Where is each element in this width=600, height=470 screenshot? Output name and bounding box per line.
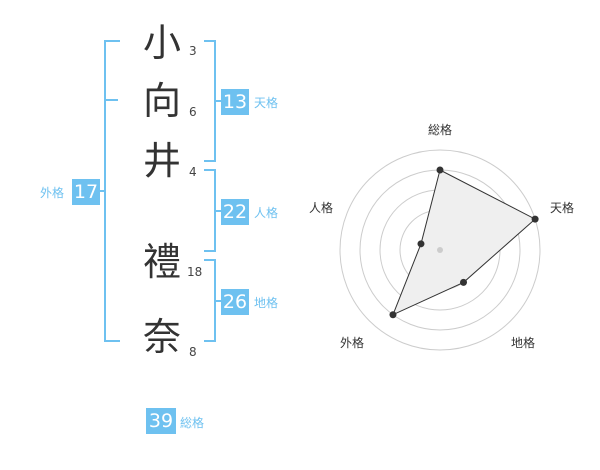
- gaikaku-bracket: [104, 40, 120, 342]
- soukaku-label: 総格: [180, 416, 205, 430]
- gaikaku-bracket-connector: [100, 190, 106, 192]
- name-char-3: 井: [142, 139, 181, 183]
- radar-area: [392, 169, 536, 316]
- radar-label-gaikaku: 外格: [340, 336, 365, 350]
- stroke-count-5: 8: [189, 345, 197, 359]
- gaikaku-bracket-tick: [104, 99, 118, 101]
- name-char-1: 小: [142, 21, 181, 65]
- tenkaku-badge: 13: [221, 89, 249, 115]
- jinkaku-badge: 22: [221, 199, 249, 225]
- radar-point-3: [460, 278, 468, 286]
- radar-label-soukaku: 総格: [428, 123, 453, 137]
- stroke-count-3: 4: [189, 165, 197, 179]
- name-char-4: 禮: [142, 240, 181, 284]
- soukaku-badge: 39: [146, 408, 176, 434]
- jinkaku-connector: [214, 210, 222, 212]
- radar-center-dot: [437, 247, 443, 253]
- radar-point-5: [417, 240, 425, 248]
- tenkaku-label: 天格: [254, 96, 279, 110]
- gaikaku-badge: 17: [72, 179, 100, 205]
- radar-label-tenkaku: 天格: [550, 201, 575, 215]
- chikaku-connector: [214, 300, 222, 302]
- radar-label-jinkaku: 人格: [309, 201, 334, 215]
- chikaku-badge: 26: [221, 289, 249, 315]
- radar-point-1: [436, 166, 444, 174]
- tenkaku-connector: [214, 100, 222, 102]
- radar-ring: [339, 149, 541, 351]
- stroke-count-2: 6: [189, 105, 197, 119]
- gaikaku-label: 外格: [40, 186, 65, 200]
- radar-points: [389, 166, 539, 319]
- stroke-count-4: 18: [187, 265, 203, 279]
- name-char-5: 奈: [142, 315, 181, 359]
- radar-point-4: [389, 311, 397, 319]
- radar-label-chikaku: 地格: [511, 336, 536, 350]
- stroke-count-1: 3: [189, 44, 197, 58]
- radar-chart: [339, 149, 541, 351]
- jinkaku-label: 人格: [254, 206, 279, 220]
- name-char-2: 向: [142, 79, 181, 123]
- chikaku-label: 地格: [254, 296, 279, 310]
- radar-point-2: [531, 215, 539, 223]
